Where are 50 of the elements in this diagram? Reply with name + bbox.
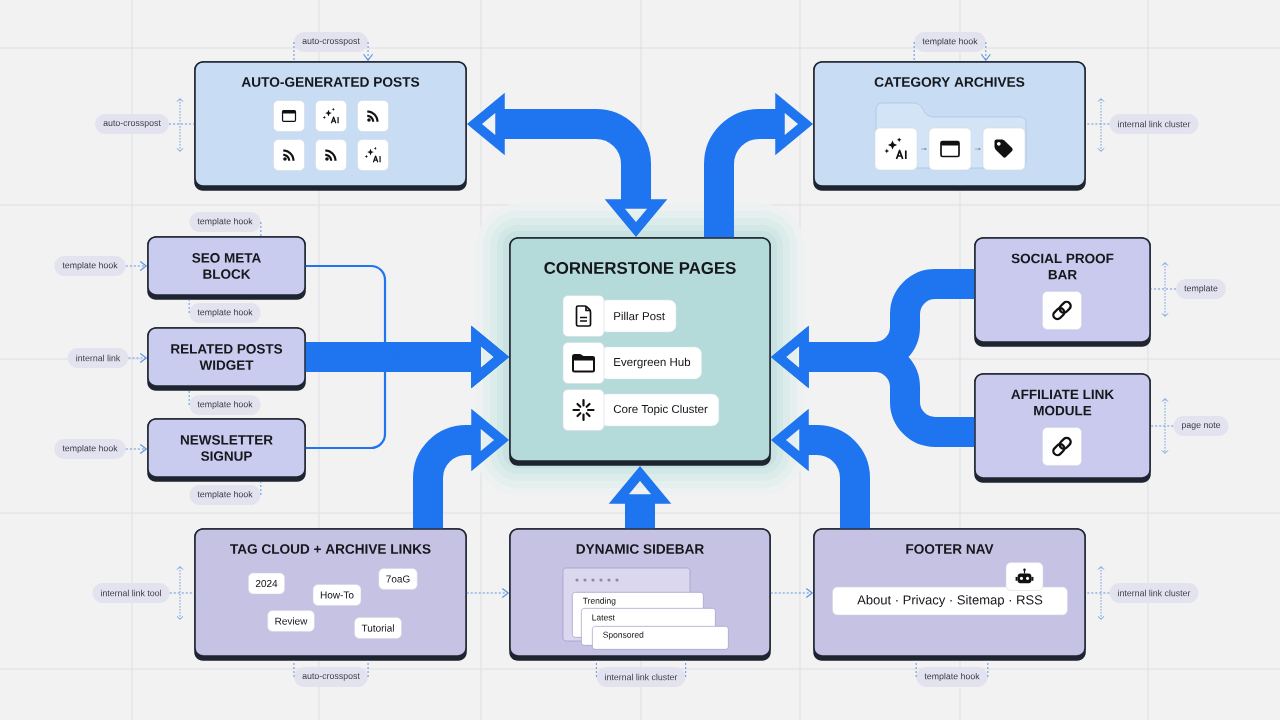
annotation-pill: template hook [189,303,261,323]
annotation-pill: template hook [189,212,261,232]
tag-chip: 2024 [248,572,285,595]
rounded-box: AFFILIATE LINK MODULE [974,373,1151,483]
list-item: Pillar Post [600,299,677,333]
dotted-line [915,660,917,678]
dotted-line [1085,592,1110,594]
rounded-box: NEWSLETTER SIGNUP [147,418,306,482]
tag-chip: Tutorial [354,617,402,639]
dotted-line [260,481,262,496]
dotted-arrow [770,587,814,599]
dotted-line [169,592,195,594]
dotted-line [188,299,190,314]
dotted-line [367,660,369,678]
dotted-line [987,660,989,678]
dotted-line [1150,425,1174,427]
stacked-card: Sponsored [592,626,729,650]
dotted-line [595,660,597,678]
dotted-arrow [125,260,148,272]
list-item: Evergreen Hub [600,346,702,380]
dotted-line [685,660,687,678]
annotation-pill: internal link cluster [1109,114,1199,134]
tag-chip: How-To [312,584,362,606]
dotted-arrow [362,41,374,62]
dotted-line [1085,123,1110,125]
tag-chip: Review [267,610,315,632]
annotation-pill: template hook [189,395,261,415]
dotted-line [168,123,195,125]
dotted-line [913,41,915,62]
dotted-arrow [125,443,148,455]
annotation-pill: template hook [54,256,126,276]
annotation-pill: template hook [189,485,261,505]
rounded-box: RELATED POSTS WIDGET [147,327,306,391]
dotted-arrow [980,41,991,62]
annotation-pill: template hook [914,32,986,52]
dotted-arrow [127,352,148,364]
rounded-box: SEO META BLOCK [147,236,306,300]
dotted-line [293,660,295,678]
dotted-line [1150,288,1177,290]
annotation-pill: template hook [54,439,126,459]
nav-links-bar: About · Privacy · Sitemap · RSS [832,586,1068,616]
dotted-arrow [466,587,510,599]
list-item: Core Topic Cluster [600,393,720,427]
tag-chip: 7oaG [378,568,418,590]
dotted-line [188,390,190,406]
dotted-line [260,221,262,237]
dotted-line [293,41,295,62]
rounded-box: SOCIAL PROOF BAR [974,237,1151,347]
annotation-pill: auto-crosspost [294,32,368,52]
annotation-pill: auto-crosspost [95,114,169,134]
